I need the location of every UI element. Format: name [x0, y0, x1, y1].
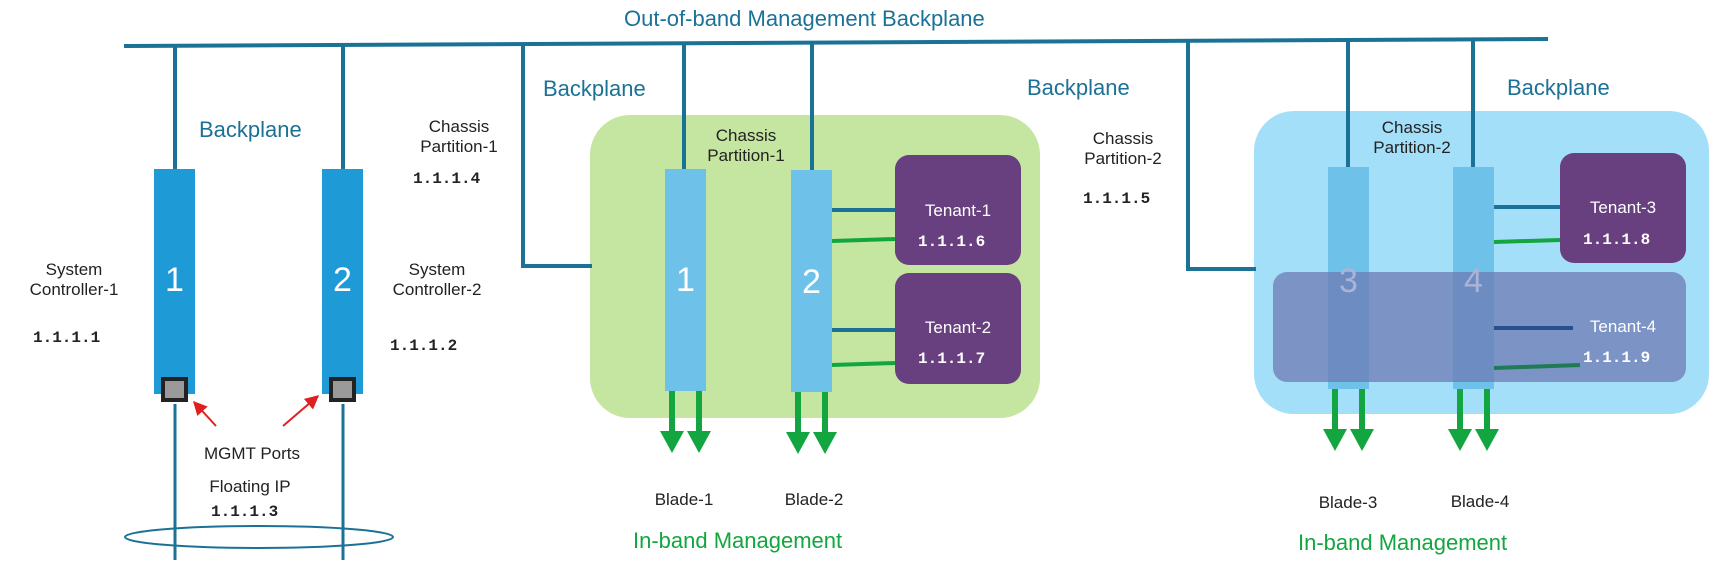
blade-2: [791, 170, 832, 392]
controller-1-label: System Controller-1: [29, 260, 119, 299]
partition-2-outer-ip: 1.1.1.5: [1083, 190, 1151, 208]
mgmt-ports-label: MGMT Ports: [203, 444, 301, 463]
tenant-4-links: [1493, 326, 1581, 370]
blade-4-number: 4: [1464, 262, 1483, 300]
tenant-1-name: Tenant-1: [924, 201, 992, 220]
blade-1-arrow-head-1: [660, 431, 684, 453]
blade-1-label: Blade-1: [654, 490, 714, 509]
blade-1-number: 1: [676, 261, 695, 299]
controller-2-ip: 1.1.1.2: [390, 337, 458, 355]
tenant-2-ip: 1.1.1.7: [918, 350, 986, 368]
blade-3-label: Blade-3: [1318, 493, 1378, 512]
tenant-links-p2: [1493, 205, 1561, 244]
blade-2-label: Blade-2: [784, 490, 844, 509]
blade-4-label: Blade-4: [1450, 492, 1510, 511]
mgmt-port-2-inner: [333, 381, 352, 398]
floating-ip-label: Floating IP: [209, 477, 291, 496]
backplane-label-middle: Backplane: [1027, 75, 1130, 100]
controller-2-number: 2: [333, 261, 352, 299]
backplane-label-partition-1: Backplane: [543, 76, 646, 101]
controller-1-ip: 1.1.1.1: [33, 329, 101, 347]
tenant-2-name: Tenant-2: [924, 318, 992, 337]
blade-1: [665, 169, 706, 391]
oob-backplane: [123, 37, 1549, 271]
floating-ip-value: 1.1.1.3: [211, 503, 279, 521]
tenant-links-p1: [831, 208, 896, 367]
diagram-title: Out-of-band Management Backplane: [624, 6, 985, 31]
system-controller-2: [322, 169, 363, 394]
partition-2-outer-label: Chassis Partition-2: [1084, 129, 1162, 168]
partition-1-inner-label: Chassis Partition-1: [707, 126, 785, 165]
backplane-label-controllers: Backplane: [199, 117, 302, 142]
blade-3-arrow-head-1: [1323, 429, 1347, 451]
backplane-label-partition-2: Backplane: [1507, 75, 1610, 100]
tenant-4-box: [1273, 272, 1686, 382]
tenant-1-ip: 1.1.1.6: [918, 233, 986, 251]
tenant-2-box: [895, 273, 1021, 384]
system-controller-1: [154, 169, 195, 394]
partition-2-inband-label: In-band Management: [1298, 530, 1508, 555]
blade-2-arrow-head-2: [813, 432, 837, 454]
controller-2-label: System Controller-2: [392, 260, 482, 299]
blade-3-number: 3: [1339, 262, 1358, 300]
tenant-1-box: [895, 155, 1021, 265]
tenant-3-name: Tenant-3: [1589, 198, 1657, 217]
blade-4-arrow-head-1: [1448, 429, 1472, 451]
inband-arrows: [660, 389, 1499, 454]
port-pointer-1: [193, 400, 217, 427]
tenant-4-ip: 1.1.1.9: [1583, 349, 1651, 367]
blade-2-number: 2: [802, 263, 821, 301]
tenant-3-box: [1560, 153, 1686, 263]
port-pointer-2: [282, 395, 320, 427]
blade-2-arrow-head-1: [786, 432, 810, 454]
blade-3-arrow-head-2: [1350, 429, 1374, 451]
partition-1-outer-ip: 1.1.1.4: [413, 170, 481, 188]
tenant-4-name: Tenant-4: [1589, 317, 1657, 336]
partition-2-inner-label: Chassis Partition-2: [1373, 118, 1451, 157]
controller-1-number: 1: [165, 261, 184, 299]
blade-4-arrow-head-2: [1475, 429, 1499, 451]
mgmt-port-1-inner: [165, 381, 184, 398]
partition-1-outer-label: Chassis Partition-1: [420, 117, 498, 156]
controller-lower-lines: [124, 404, 394, 560]
tenant-3-ip: 1.1.1.8: [1583, 231, 1651, 249]
blade-1-arrow-head-2: [687, 431, 711, 453]
partition-1-inband-label: In-band Management: [633, 528, 843, 553]
